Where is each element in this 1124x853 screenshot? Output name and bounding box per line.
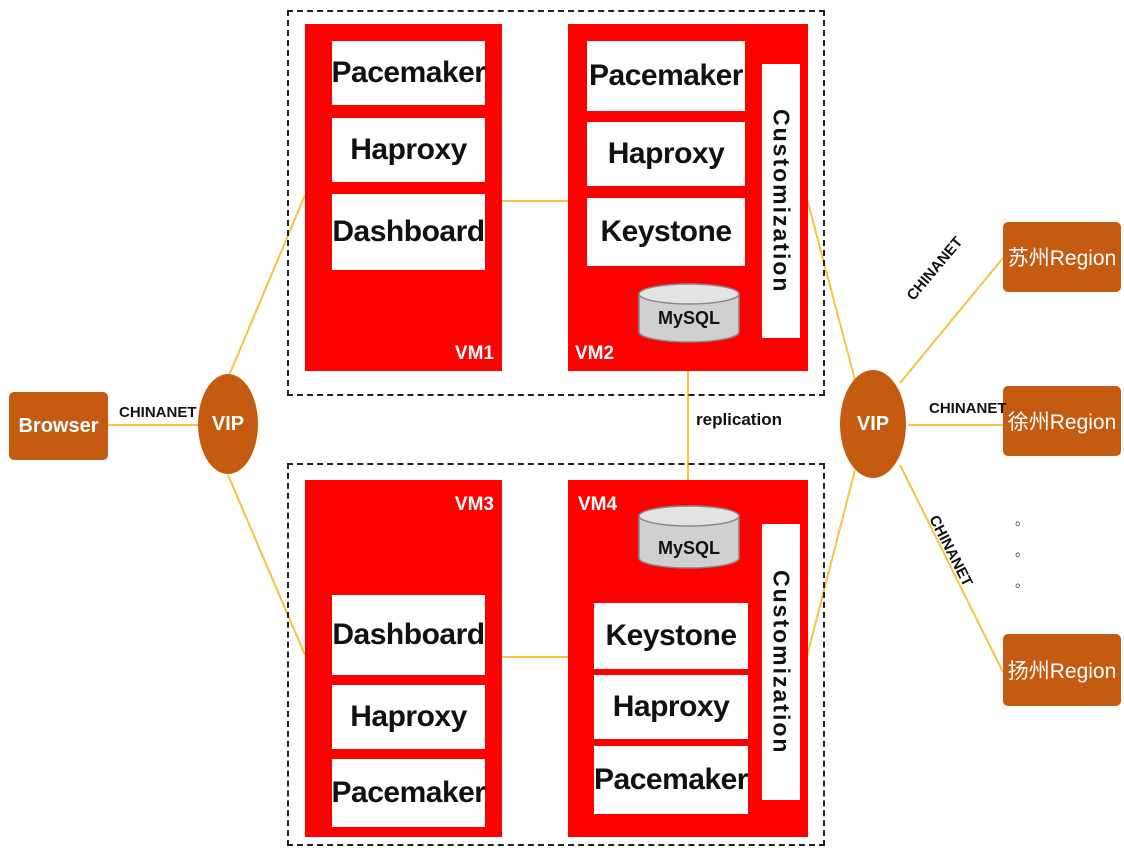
vm1-label: VM1 (454, 343, 494, 364)
vm1: Pacemaker Haproxy Dashboard VM1 (305, 24, 502, 371)
link-vm2-vip-right (805, 194, 856, 381)
link-vip-suzhou (899, 257, 1004, 384)
vip-left: VIP (198, 374, 258, 474)
vm3-pacemaker: Pacemaker (332, 759, 486, 827)
vm1-dashboard: Dashboard (332, 194, 485, 270)
vm1-haproxy: Haproxy (332, 118, 485, 182)
vm4-pacemaker: Pacemaker (594, 746, 748, 814)
more-regions-ellipsis: 。 。 。 (1012, 505, 1032, 598)
vm4-mysql-label: MySQL (657, 538, 720, 558)
vm4-customization: Customization (762, 524, 800, 800)
vm2-customization-text: Customization (768, 108, 795, 294)
vm2-mysql-cylinder (638, 283, 740, 343)
top-group (287, 10, 825, 396)
vip-right: VIP (840, 370, 906, 478)
ellipsis-dot: 。 (1015, 574, 1029, 590)
vm2-keystone: Keystone (587, 198, 745, 266)
vm2-customization: Customization (762, 64, 800, 338)
link-vip-vm1 (227, 194, 306, 379)
vm3-dashboard: Dashboard (332, 595, 485, 675)
vm1-pacemaker: Pacemaker (332, 41, 486, 105)
vm4-haproxy: Haproxy (594, 675, 748, 739)
link-vip-vm3 (227, 474, 306, 656)
vm4-keystone: Keystone (594, 603, 748, 669)
browser-node: Browser (9, 392, 108, 460)
ellipsis-dot: 。 (1015, 543, 1029, 559)
vm2-haproxy: Haproxy (587, 122, 745, 186)
vm2: Pacemaker Haproxy Keystone Customization… (568, 24, 808, 371)
vm2-mysql-label: MySQL (657, 308, 720, 328)
replication-label: replication (696, 410, 782, 429)
xuzhou-link-label: CHINANET (929, 400, 1007, 417)
ellipsis-dot: 。 (1015, 512, 1029, 528)
bottom-group (287, 463, 825, 846)
vm4: VM4 MySQL Customization Keystone Haproxy… (568, 480, 808, 837)
vm3-haproxy: Haproxy (332, 685, 485, 749)
vm4-customization-text: Customization (768, 569, 795, 755)
vm3: VM3 Dashboard Haproxy Pacemaker (305, 480, 502, 837)
link-vm4-vip-right (805, 469, 856, 661)
link-vip-yangzhou (899, 464, 1004, 673)
vm4-label: VM4 (578, 494, 618, 515)
region-yangzhou: 扬州Region (1003, 634, 1121, 706)
vm2-pacemaker: Pacemaker (587, 41, 745, 111)
region-xuzhou: 徐州Region (1003, 386, 1121, 456)
vm2-label: VM2 (575, 343, 615, 364)
vm4-mysql-cylinder (638, 505, 740, 569)
browser-link-label: CHINANET (119, 404, 197, 421)
vm3-label: VM3 (454, 494, 494, 515)
region-suzhou: 苏州Region (1003, 222, 1121, 292)
